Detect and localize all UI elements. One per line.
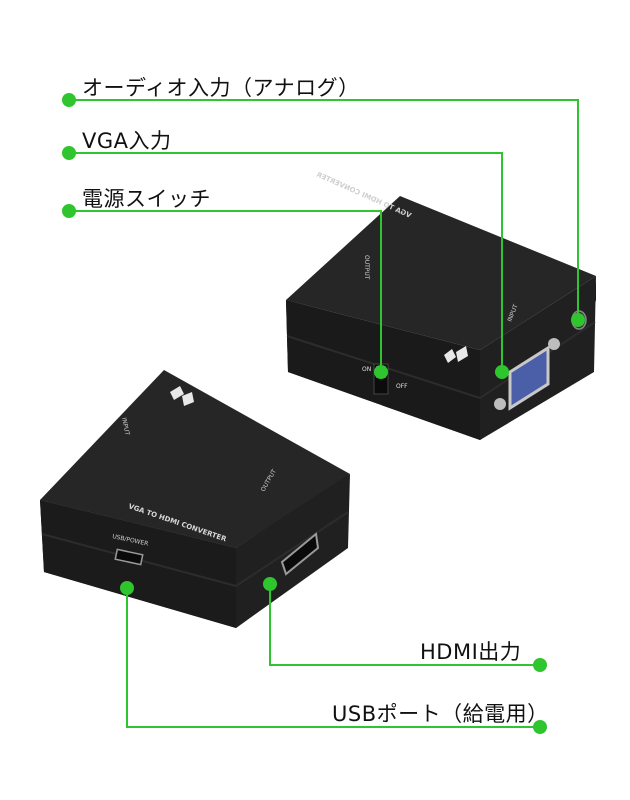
brand-logo-front: [170, 386, 194, 406]
leader-line-vga: [69, 152, 503, 372]
vga-port: [494, 338, 560, 411]
dot-usb-target: [120, 581, 134, 595]
leader-line-audio: [69, 99, 579, 320]
usb-port: [114, 548, 144, 566]
dot-audio-target: [571, 313, 585, 327]
callout-power-switch: 電源スイッチ: [82, 187, 211, 211]
dot-switch-target: [374, 365, 388, 379]
switch-on-marking: ON: [362, 366, 371, 373]
front-input-marking: INPUT: [120, 417, 131, 436]
switch-off-marking: OFF: [396, 383, 408, 390]
converter-front-view: VGA TO HDMI CONVERTER OUTPUT INPUT USB/P…: [40, 370, 350, 628]
back-top-title: VGA TO HDMI CONVERTER: [315, 170, 413, 219]
back-output-marking: OUTPUT: [363, 255, 370, 280]
dot-hdmi: [533, 658, 547, 672]
dot-hdmi-target: [263, 577, 277, 591]
dot-vga: [62, 146, 76, 160]
callout-usb-port: USBポート（給電用）: [332, 702, 549, 726]
callout-audio-input: オーディオ入力（アナログ）: [82, 76, 360, 100]
brand-logo: [444, 346, 468, 363]
callout-hdmi-output: HDMI出力: [420, 640, 522, 664]
leader-line-switch: [69, 210, 382, 372]
dot-switch: [62, 204, 76, 218]
callout-dots: [62, 93, 585, 734]
leader-line-usb: [126, 588, 540, 728]
dot-usb: [533, 720, 547, 734]
leader-line-hdmi: [269, 584, 540, 666]
dot-audio: [62, 93, 76, 107]
converter-back-view: VGA TO HDMI CONVERTER OUTPUT INPUT ON OF…: [286, 170, 596, 440]
dot-vga-target: [495, 365, 509, 379]
hdmi-port: [280, 532, 320, 576]
callout-vga-input: VGA入力: [82, 129, 172, 153]
leader-lines: [69, 99, 579, 728]
